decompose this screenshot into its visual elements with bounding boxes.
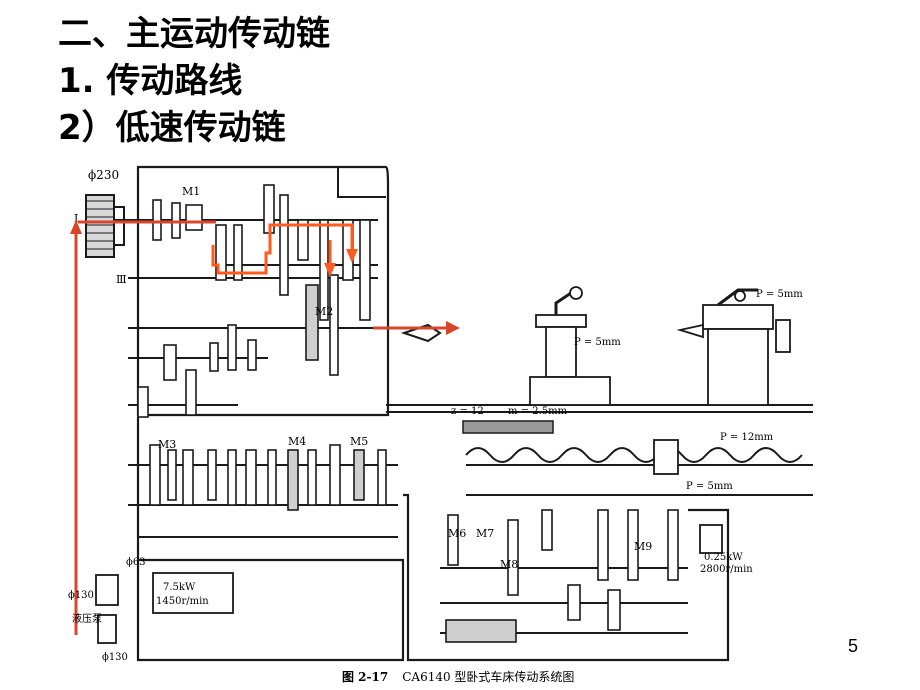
caption-number: 图 2-17 <box>342 670 389 684</box>
caption-text: CA6140 型卧式车床传动系统图 <box>402 670 575 684</box>
pump-pulley <box>95 574 119 606</box>
leadscrew-pitch-label: P = 12mm <box>720 432 774 443</box>
clutch-m9-label: M9 <box>634 540 652 553</box>
main-motor-speed: 1450r/min <box>156 596 209 607</box>
clutch-m2-label: M2 <box>315 305 333 318</box>
pulley-dia-2-label: ϕ130 <box>68 590 94 601</box>
low-speed-arrow-1 <box>346 249 358 263</box>
hydraulic-pump-label: 液压泵 <box>72 612 102 625</box>
fast-motor-speed: 2800r/min <box>700 564 753 575</box>
heading-low-speed-chain: 2）低速传动链 <box>58 108 286 148</box>
main-motor-box <box>152 572 234 614</box>
gearbox-outline <box>136 417 405 662</box>
shaft-label-1: Ⅰ <box>74 212 78 225</box>
pulley-dia-3-label: ϕ130 <box>102 652 128 663</box>
rack-m-label: m = 2.5mm <box>508 406 568 417</box>
clutch-m5-label: M5 <box>350 435 368 448</box>
carriage-and-tailstock <box>529 286 791 406</box>
headstock-outline <box>136 165 390 417</box>
heading-main-drive-chain: 二、主运动传动链 <box>58 14 330 54</box>
pump-dia-label: ϕ63 <box>126 557 146 568</box>
lathe-transmission-diagram: ϕ230 Ⅰ Ⅲ <box>68 165 813 663</box>
leadnut <box>653 439 679 475</box>
feed-pitch-label: P = 5mm <box>686 481 733 492</box>
rack-z-label: z = 12 <box>451 406 484 417</box>
clutch-m8-label: M8 <box>500 558 518 571</box>
clutch-m3-label: M3 <box>158 438 176 451</box>
headstock-gears <box>137 184 371 418</box>
pump-box <box>97 614 117 644</box>
clutch-m7-label: M7 <box>476 527 494 540</box>
tailstock-pitch: P = 5mm <box>756 289 803 300</box>
figure-caption: 图 2-17 CA6140 型卧式车床传动系统图 <box>342 668 574 685</box>
low-speed-arrow-2 <box>324 263 336 277</box>
leadscrew-thread <box>465 447 803 463</box>
fast-motor-box <box>699 524 723 554</box>
heading-transmission-route: 1. 传动路线 <box>58 61 243 101</box>
fast-motor-power: 0.25kW <box>704 552 743 563</box>
shaft-label-3: Ⅲ <box>116 273 127 286</box>
apron-gears <box>445 509 679 643</box>
spindle-output-arrow <box>373 321 460 335</box>
clutch-m4-label: M4 <box>288 435 306 448</box>
power-path-arrowhead <box>70 220 82 234</box>
power-path-red <box>74 220 216 635</box>
pulley-icon <box>85 194 125 258</box>
clutch-m6-label: M6 <box>448 527 466 540</box>
carriage-pitch: P = 5mm <box>574 337 621 348</box>
clutch-m1-label: M1 <box>182 185 200 198</box>
main-motor-power: 7.5kW <box>163 582 196 593</box>
feed-gearbox-gears <box>149 444 387 511</box>
apron-outline <box>403 493 730 662</box>
rack-icon <box>462 420 554 434</box>
headstock-top-notch <box>337 167 386 198</box>
page-number: 5 <box>848 636 859 656</box>
pulley-dia-label: ϕ230 <box>88 168 119 182</box>
